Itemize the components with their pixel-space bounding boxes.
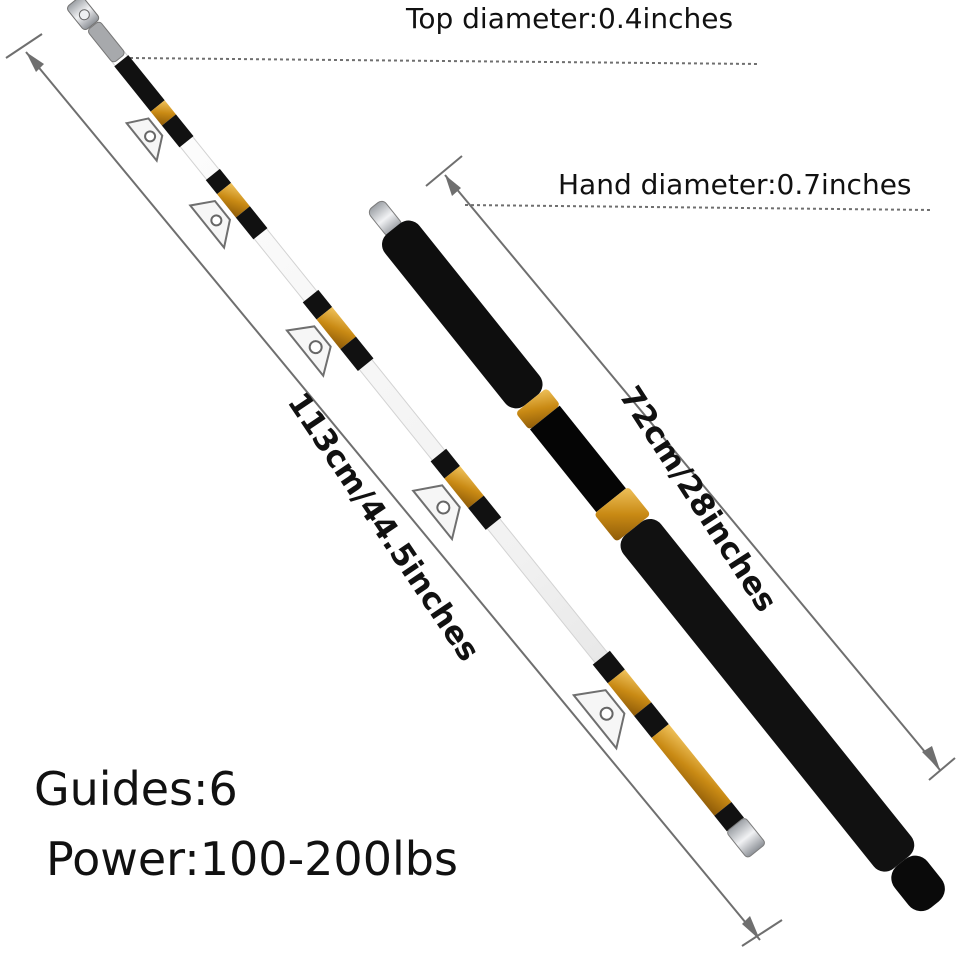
handle-lower-eva-grip — [620, 518, 915, 872]
tip-black-collar — [714, 802, 744, 832]
top-diameter-label: Top diameter:0.4inches — [406, 2, 734, 35]
handle-length-bottom-cap — [928, 757, 956, 781]
overall-length-bottom-cap — [741, 919, 783, 947]
roller-guide-icon — [571, 689, 626, 751]
tip-black-wrap-10 — [634, 702, 669, 738]
roller-guide-icon — [124, 117, 164, 163]
tip-black-wrap-9 — [592, 650, 625, 684]
tip-black-wrap-1 — [114, 55, 165, 112]
gimbal-butt-icon — [891, 855, 945, 912]
rod-tip-top — [67, 0, 125, 63]
tip-gold-wrap-4 — [444, 465, 484, 509]
overall-length-top-cap — [5, 33, 43, 59]
rod-handle-section — [368, 200, 945, 912]
tip-black-wrap-5 — [302, 289, 333, 320]
tip-ferrule — [727, 818, 765, 858]
tip-black-wrap-7 — [430, 448, 460, 479]
tip-black-wrap-4 — [235, 206, 268, 240]
overall-length-dimension-line — [25, 51, 761, 941]
tip-black-wrap-6 — [340, 336, 374, 371]
top-diameter-leader-line — [129, 57, 759, 65]
tip-black-wrap-8 — [468, 495, 502, 530]
roller-guide-icon — [285, 325, 332, 378]
tip-gold-wrap-3 — [316, 306, 356, 350]
rod-tip-icon — [78, 9, 90, 21]
handle-reel-seat — [529, 405, 626, 513]
roller-guide-icon — [411, 484, 461, 542]
tip-gold-foregrip — [651, 724, 732, 816]
handle-length-dimension-line — [444, 174, 941, 771]
rod-tip-section — [67, 0, 765, 858]
dimension-lines — [5, 33, 956, 947]
tip-gold-wrap-5 — [607, 669, 652, 717]
overall-length-top-arrowhead — [26, 52, 44, 72]
tip-black-wrap-3 — [205, 168, 232, 195]
guides-label: Guides:6 — [34, 762, 238, 816]
handle-length-top-arrowhead — [445, 175, 461, 196]
tip-black-wrap-2 — [161, 114, 194, 148]
power-label: Power:100-200lbs — [46, 832, 458, 886]
handle-length-bottom-arrowhead — [922, 746, 940, 770]
handle-upper-eva-grip — [382, 220, 543, 409]
roller-guide-icon — [188, 199, 232, 250]
hand-diameter-label: Hand diameter:0.7inches — [558, 168, 912, 201]
handle-gold-ring-1 — [517, 389, 559, 429]
tip-gold-wrap-1 — [150, 100, 176, 126]
tip-gold-wrap-2 — [217, 182, 250, 218]
handle-length-top-cap — [425, 155, 463, 187]
overall-length-bottom-arrowhead — [742, 916, 760, 940]
handle-gold-ring-2 — [595, 488, 650, 541]
hand-diameter-leader-line — [464, 204, 931, 211]
